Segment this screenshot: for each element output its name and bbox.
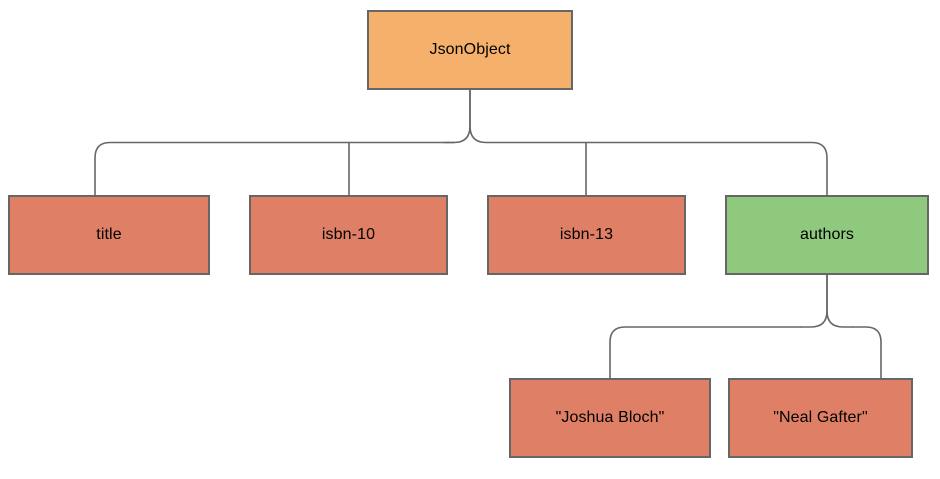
edge-root-to-authors — [495, 141, 828, 196]
node-author-neal-gafter[interactable]: "Neal Gafter" — [728, 378, 913, 458]
node-isbn-10-label: isbn-10 — [321, 226, 376, 244]
node-author-joshua-bloch-label: "Joshua Bloch" — [555, 409, 665, 427]
edge-root-to-title — [94, 141, 455, 196]
edge-authors-stem-right — [826, 274, 854, 328]
edge-authors-to-author1 — [609, 326, 802, 379]
node-jsonobject-label: JsonObject — [429, 41, 511, 59]
edge-authors-to-author2 — [852, 326, 882, 379]
node-authors-label: authors — [799, 226, 855, 244]
edge-authors-stem-left — [800, 274, 828, 328]
node-isbn-10[interactable]: isbn-10 — [249, 195, 448, 275]
node-author-joshua-bloch[interactable]: "Joshua Bloch" — [509, 378, 711, 458]
node-isbn-13-label: isbn-13 — [559, 226, 614, 244]
node-title[interactable]: title — [8, 195, 210, 275]
node-authors[interactable]: authors — [725, 195, 929, 275]
node-author-neal-gafter-label: "Neal Gafter" — [773, 409, 868, 427]
node-isbn-13[interactable]: isbn-13 — [487, 195, 686, 275]
edge-root-stem-right — [469, 89, 497, 144]
edge-root-stem — [443, 89, 471, 144]
node-jsonobject[interactable]: JsonObject — [367, 10, 573, 90]
node-title-label: title — [96, 226, 122, 244]
